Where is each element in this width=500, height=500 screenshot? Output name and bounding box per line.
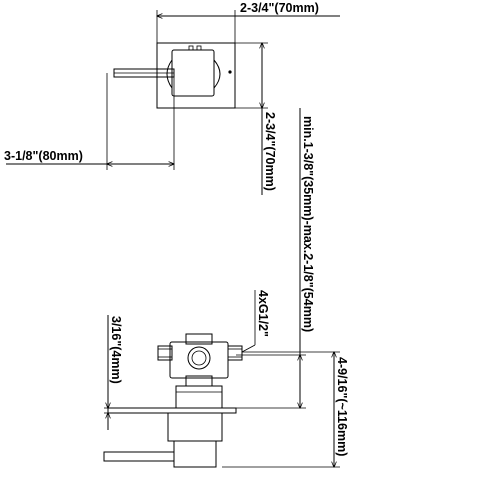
label-wall-depth: min.1-3/8"(35mm)-max.2-1/8"(54mm): [301, 116, 315, 332]
front-view: [113, 42, 236, 109]
side-handle-collar: [173, 440, 217, 468]
side-port-left: [157, 345, 173, 361]
dim-wall-depth: min.1-3/8"(35mm)-max.2-1/8"(54mm): [236, 108, 315, 408]
front-valve-left-cap: [166, 59, 173, 89]
side-wall-plate: [107, 407, 237, 414]
side-port-right: [227, 345, 243, 361]
dim-plate-height: 2-3/4"(70mm): [235, 43, 277, 195]
label-plate-width: 2-3/4"(70mm): [240, 1, 319, 15]
dim-handle-length: 3-1/8"(80mm): [4, 73, 174, 170]
side-port-front: [187, 346, 211, 370]
dim-total-depth: 4-9/16"(~116mm): [222, 352, 349, 467]
side-port-top: [185, 333, 213, 345]
dim-plate-thickness: 3/16"(4mm): [104, 315, 123, 430]
front-fastener-2: [196, 45, 202, 51]
side-handle-lever: [103, 451, 175, 462]
front-wall-plate: [156, 42, 236, 109]
front-fastener-1: [188, 45, 194, 51]
label-total-depth: 4-9/16"(~116mm): [335, 357, 349, 456]
label-handle-length: 3-1/8"(80mm): [4, 149, 83, 163]
front-indicator-dot: [228, 70, 232, 74]
front-valve-right-cap: [213, 59, 221, 89]
dim-plate-width: 2-3/4"(70mm): [157, 1, 340, 43]
label-thread: 4xG1/2": [256, 290, 270, 337]
front-valve-body: [171, 49, 215, 97]
side-handle-housing: [167, 412, 223, 442]
label-plate-height: 2-3/4"(70mm): [263, 112, 277, 191]
dim-thread: 4xG1/2": [241, 290, 270, 353]
side-view: [103, 333, 243, 468]
label-plate-thickness: 3/16"(4mm): [109, 316, 123, 384]
side-cartridge: [175, 385, 223, 409]
